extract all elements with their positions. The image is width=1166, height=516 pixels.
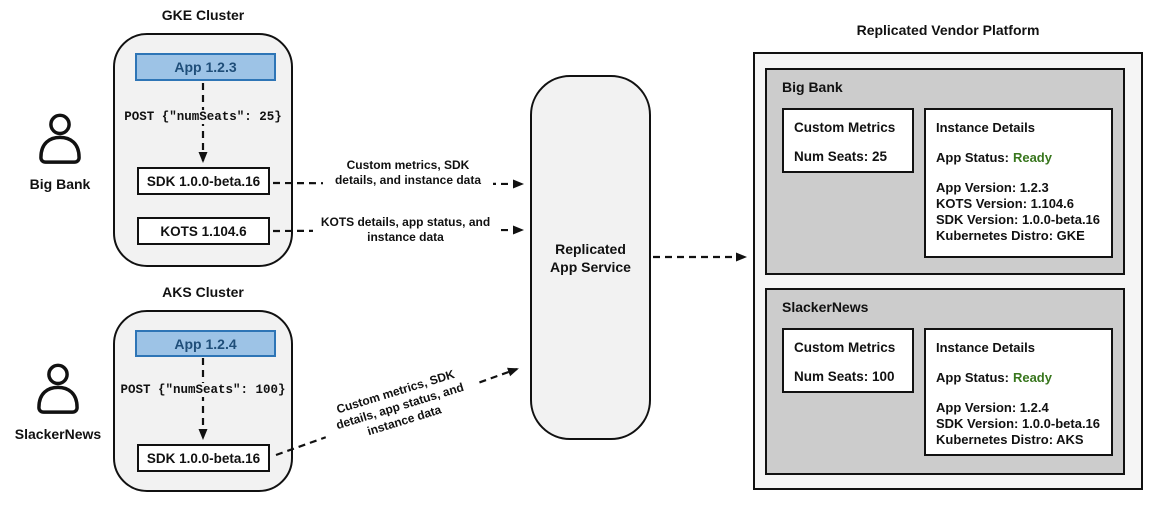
app-status-line: App Status:Ready	[936, 150, 1101, 166]
gke-cluster-title: GKE Cluster	[161, 7, 245, 23]
arrow-sdk-aks-to-service	[275, 367, 519, 457]
aks-cluster-title: AKS Cluster	[162, 284, 244, 300]
app-status-label: App Status:	[936, 150, 1009, 165]
instance-detail-lines: App Version: 1.2.4 SDK Version: 1.0.0-be…	[936, 400, 1101, 448]
num-seats-value: Num Seats: 25	[794, 149, 888, 164]
detail-line: Kubernetes Distro: GKE	[936, 228, 1085, 243]
app-status-line: App Status:Ready	[936, 370, 1101, 386]
custom-metrics-title: Custom Metrics	[794, 340, 896, 355]
instance-details-box-big-bank: Instance Details App Status:Ready App Ve…	[924, 108, 1113, 258]
section-slackernews-name: SlackerNews	[782, 299, 869, 315]
num-seats-value: Num Seats: 100	[794, 369, 895, 384]
arrow-label-line: KOTS details, app status, and	[320, 215, 491, 229]
section-slackernews: SlackerNews Custom Metrics Num Seats: 10…	[765, 288, 1125, 475]
custom-metrics-box-big-bank: Custom Metrics Num Seats: 25	[782, 108, 914, 173]
app-box-gke: App 1.2.3	[135, 53, 276, 81]
arrow-label-line: Custom metrics, SDK	[346, 158, 470, 172]
user-slackernews: SlackerNews	[0, 362, 118, 442]
arrow-label-gke-sdk: Custom metrics, SDK details, and instanc…	[323, 158, 493, 188]
detail-line: App Version: 1.2.3	[936, 180, 1049, 195]
arrow-label-line: details, and instance data	[334, 173, 482, 187]
post-numseats-gke: POST {"numSeats": 25}	[120, 110, 286, 124]
custom-metrics-box-slackernews: Custom Metrics Num Seats: 100	[782, 328, 914, 393]
arrow-label-gke-kots: KOTS details, app status, and instance d…	[313, 215, 498, 245]
person-icon	[39, 113, 81, 164]
user-big-bank-label: Big Bank	[29, 176, 91, 192]
app-box-aks: App 1.2.4	[135, 330, 276, 357]
arrow-label-line: instance data	[367, 230, 444, 244]
detail-line: SDK Version: 1.0.0-beta.16	[936, 416, 1101, 431]
user-slackernews-label: SlackerNews	[14, 426, 102, 442]
person-icon	[37, 363, 79, 414]
kots-box-gke: KOTS 1.104.6	[137, 217, 270, 245]
app-status-value: Ready	[1012, 370, 1052, 385]
section-big-bank: Big Bank Custom Metrics Num Seats: 25 In…	[765, 68, 1125, 275]
app-status-label: App Status:	[936, 370, 1009, 385]
instance-details-title: Instance Details	[936, 340, 1035, 355]
instance-detail-lines: App Version: 1.2.3 KOTS Version: 1.104.6…	[936, 180, 1101, 244]
sdk-box-aks: SDK 1.0.0-beta.16	[137, 444, 270, 472]
instance-details-box-slackernews: Instance Details App Status:Ready App Ve…	[924, 328, 1113, 456]
platform-title: Replicated Vendor Platform	[856, 22, 1040, 38]
custom-metrics-title: Custom Metrics	[794, 120, 896, 135]
sdk-box-gke: SDK 1.0.0-beta.16	[137, 167, 270, 195]
detail-line: KOTS Version: 1.104.6	[936, 196, 1075, 211]
post-numseats-aks: POST {"numSeats": 100}	[120, 383, 286, 397]
instance-details-title: Instance Details	[936, 120, 1035, 135]
replicated-app-service-label: Replicated App Service	[550, 240, 631, 275]
section-big-bank-name: Big Bank	[782, 79, 843, 95]
detail-line: App Version: 1.2.4	[936, 400, 1049, 415]
replicated-app-service-box: Replicated App Service	[530, 75, 651, 440]
detail-line: Kubernetes Distro: AKS	[936, 432, 1084, 447]
app-status-value: Ready	[1012, 150, 1052, 165]
user-big-bank: Big Bank	[0, 112, 120, 192]
detail-line: SDK Version: 1.0.0-beta.16	[936, 212, 1101, 227]
